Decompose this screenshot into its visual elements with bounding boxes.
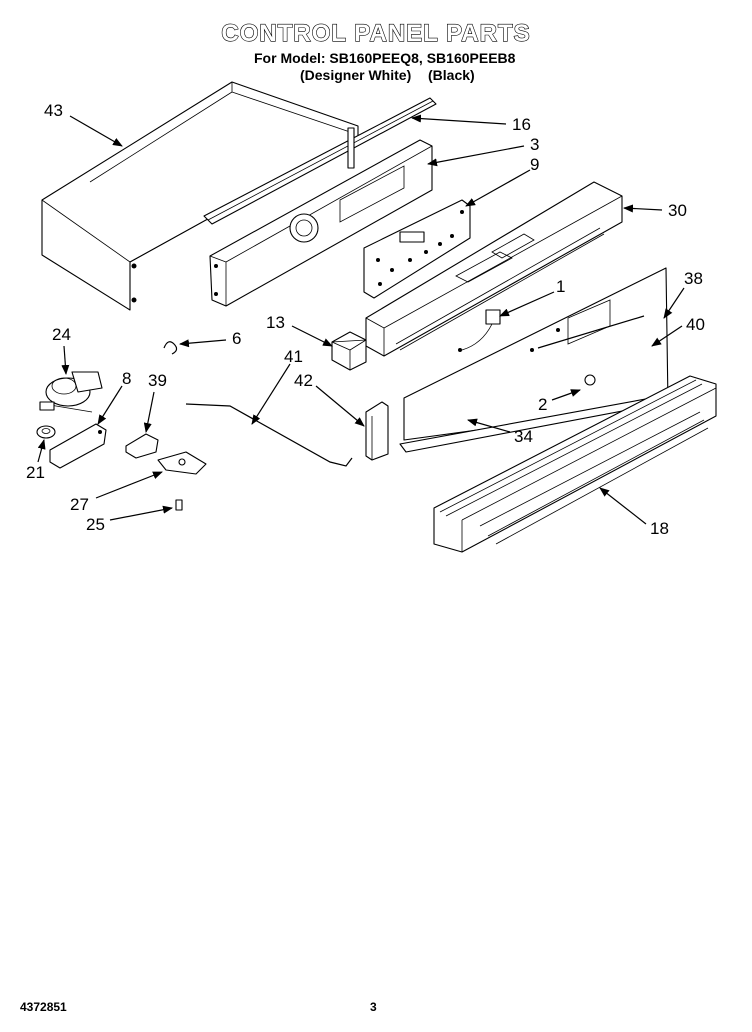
label-8: 8 <box>122 369 131 388</box>
label-13: 13 <box>266 313 285 332</box>
variant-black: (Black) <box>428 67 475 83</box>
label-34: 34 <box>514 427 533 446</box>
label-21: 21 <box>26 463 45 482</box>
page-title: CONTROL PANEL PARTS <box>221 19 531 47</box>
part-motor <box>39 371 103 413</box>
label-39: 39 <box>148 371 167 390</box>
part-latch-plate <box>157 451 207 475</box>
part-bottom-grille <box>433 375 717 553</box>
label-38: 38 <box>684 269 703 288</box>
variant-white: (Designer White) <box>300 67 412 83</box>
part-knob <box>331 331 367 371</box>
part-washer-21 <box>36 425 56 439</box>
label-16: 16 <box>512 115 531 134</box>
label-3: 3 <box>530 135 539 154</box>
part-latch-39 <box>125 433 159 459</box>
part-labels: 43 16 3 9 30 24 6 13 1 38 40 8 39 41 42 … <box>26 101 705 538</box>
label-27: 27 <box>70 495 89 514</box>
label-41: 41 <box>284 347 303 366</box>
page-number: 3 <box>370 1000 377 1014</box>
label-18: 18 <box>650 519 669 538</box>
part-trim-strip <box>203 97 437 225</box>
part-drawer-box <box>41 81 359 311</box>
part-bracket-8 <box>49 423 107 469</box>
document-number: 4372851 <box>20 1000 67 1014</box>
part-rod <box>185 403 353 467</box>
label-42: 42 <box>294 371 313 390</box>
label-30: 30 <box>668 201 687 220</box>
model-line: For Model: SB160PEEQ8, SB160PEEB8 <box>254 50 516 66</box>
label-24: 24 <box>52 325 71 344</box>
part-nut <box>584 374 596 386</box>
label-9: 9 <box>530 155 539 174</box>
part-clip <box>163 341 178 355</box>
label-1: 1 <box>556 277 565 296</box>
label-6: 6 <box>232 329 241 348</box>
part-control-board <box>363 199 471 299</box>
leader-lines <box>37 114 685 525</box>
label-40: 40 <box>686 315 705 334</box>
part-screw-25 <box>175 499 183 511</box>
label-43: 43 <box>44 101 63 120</box>
part-side-bracket <box>365 401 389 461</box>
part-switch <box>458 309 501 352</box>
label-2: 2 <box>538 395 547 414</box>
part-console-panel <box>209 139 433 307</box>
label-25: 25 <box>86 515 105 534</box>
